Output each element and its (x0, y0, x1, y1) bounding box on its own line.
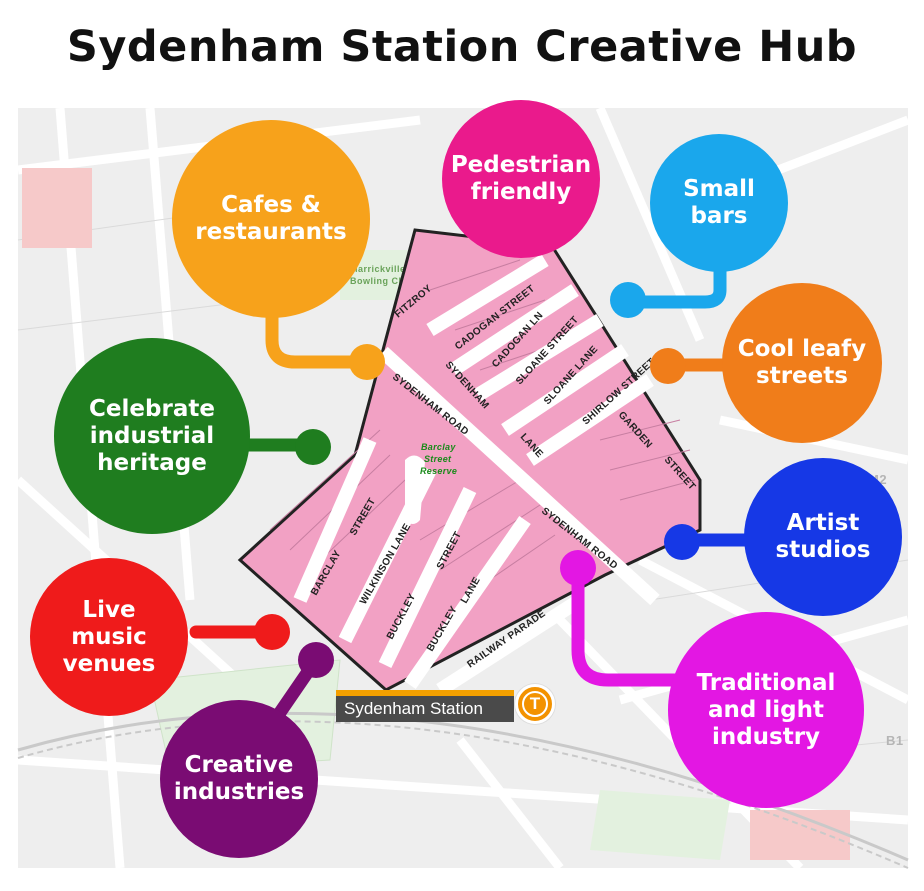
precinct-streets (293, 254, 660, 696)
creative-bubble: Creative industries (160, 700, 318, 858)
music-bubble: Live music venues (30, 558, 188, 716)
station-name: Sydenham Station (344, 699, 483, 718)
bars-bubble: Small bars (650, 134, 788, 272)
page-title: Sydenham Station Creative Hub (66, 22, 858, 72)
traditional-bubble: Traditional and light industry (668, 612, 864, 808)
map-block (22, 168, 92, 248)
station-label: Sydenham Station (336, 690, 514, 722)
artist-bubble: Artist studios (744, 458, 902, 616)
leafy-bubble: Cool leafy streets (722, 283, 882, 443)
train-icon: T (515, 684, 555, 724)
heritage-bubble: Celebrate industrial heritage (54, 338, 250, 534)
map-label: B1 (886, 733, 904, 748)
connector-dots (254, 282, 700, 678)
reserve-path (405, 455, 425, 524)
pedestrian-bubble: Pedestrian friendly (442, 100, 600, 258)
cafes-bubble: Cafes & restaurants (172, 120, 370, 318)
green-space (590, 790, 730, 860)
map-block (750, 810, 850, 860)
